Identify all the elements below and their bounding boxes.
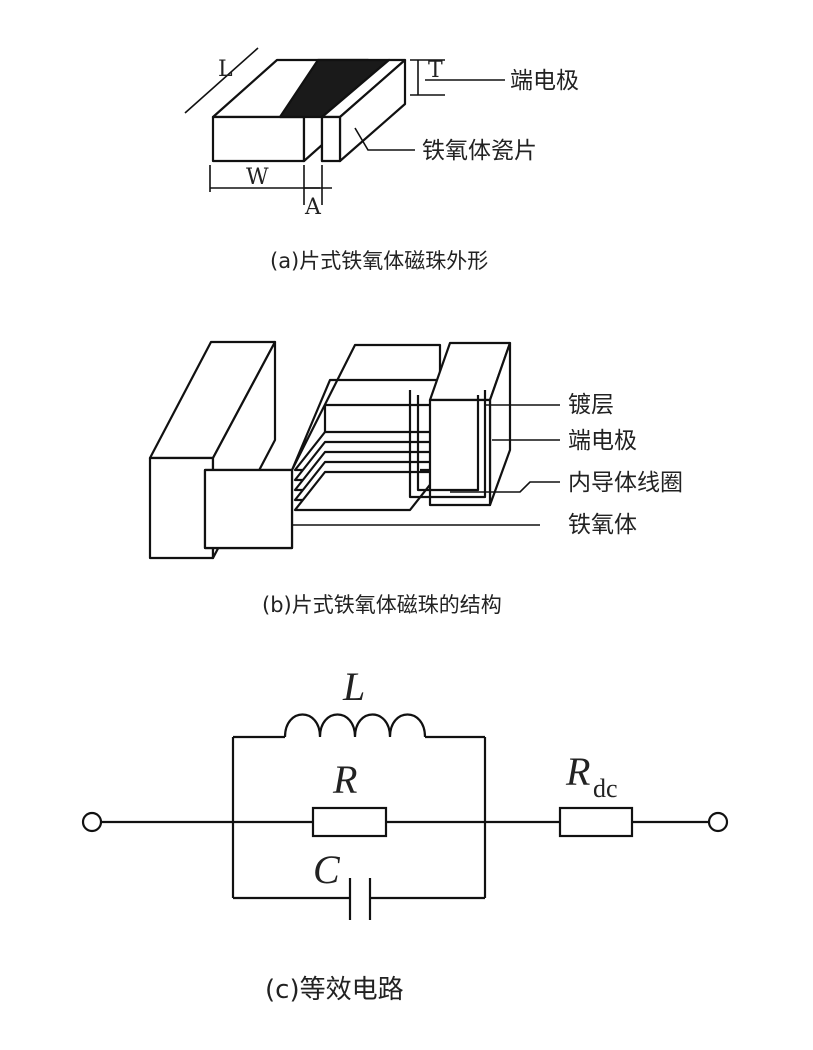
terminal-left <box>81 811 103 833</box>
terminal-right <box>707 811 729 833</box>
resistor-r <box>311 806 388 838</box>
label-plating: 镀层 <box>568 392 614 418</box>
label-ferrite: 铁氧体 <box>568 512 637 538</box>
symbol-r: R <box>332 757 357 802</box>
panel-b-leaders <box>292 404 560 526</box>
symbol-rdc-sub: dc <box>593 774 618 803</box>
panel-a-dimensions <box>184 47 505 205</box>
label-terminal-electrode-a: 端电极 <box>510 68 579 94</box>
plating-layer <box>416 395 480 492</box>
symbol-l: L <box>342 664 365 709</box>
right-electrode-front <box>320 115 342 163</box>
label-ferrite-chip: 铁氧体瓷片 <box>422 138 537 164</box>
panel-b-structure <box>148 340 512 560</box>
label-inner-coil: 内导体线圈 <box>568 470 683 496</box>
electrode-layer <box>408 390 487 499</box>
caption-panel-c: (c)等效电路 <box>265 975 404 1005</box>
caption-panel-b: (b)片式铁氧体磁珠的结构 <box>262 593 502 617</box>
resistor-rdc <box>558 806 634 838</box>
caption-panel-a: (a)片式铁氧体磁珠外形 <box>270 249 488 273</box>
dim-label-l: L <box>218 57 233 82</box>
dim-label-w: W <box>246 165 269 190</box>
symbol-c: C <box>313 847 341 892</box>
left-electrode-front <box>211 115 306 163</box>
label-terminal-electrode-b: 端电极 <box>568 428 637 454</box>
panel-c-circuit <box>81 713 729 920</box>
dim-label-a: A <box>304 195 322 220</box>
panel-a-chip-outline <box>211 58 407 163</box>
ferrite-front-b <box>203 468 294 550</box>
inductor-coil <box>283 713 427 738</box>
dim-label-t: T <box>428 58 443 83</box>
left-block-front <box>148 456 215 560</box>
right-block-front <box>428 398 492 507</box>
symbol-rdc-main: R <box>565 749 590 794</box>
